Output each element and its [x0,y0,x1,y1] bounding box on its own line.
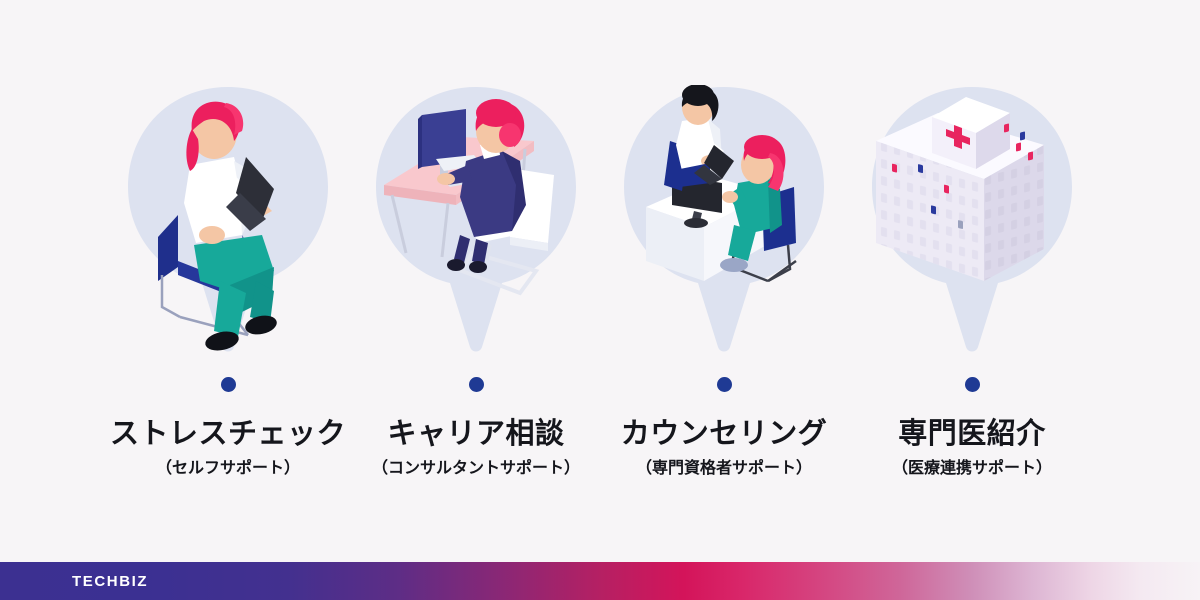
illustration-hospital-building [876,97,1044,281]
marker-dot-career-consultation [468,377,484,392]
footer-bar: TECHBIZ [0,562,1200,600]
card-subtitle-career-consultation: （コンサルタントサポート） [371,460,580,478]
card-subtitle-stress-check: （セルフサポート） [155,460,300,478]
card-title-stress-check: ストレスチェック [109,418,346,450]
balloon-career-consultation [370,85,582,355]
service-card-counseling[interactable]: カウンセリング （専門資格者サポート） [600,0,848,540]
service-card-career-consultation[interactable]: キャリア相談 （コンサルタントサポート） [352,0,600,540]
card-subtitle-specialist-referral: （医療連携サポート） [891,460,1052,478]
card-title-counseling: カウンセリング [620,418,828,450]
service-card-stress-check[interactable]: ストレスチェック （セルフサポート） [104,0,352,540]
balloon-stress-check [122,85,334,355]
marker-dot-stress-check [220,377,236,392]
illustration-person-at-desk [384,99,554,296]
card-subtitle-counseling: （専門資格者サポート） [635,460,812,478]
card-title-specialist-referral: 専門医紹介 [898,418,1046,450]
illustration-person-with-laptop [158,101,277,351]
marker-dot-specialist-referral [964,377,980,392]
balloon-counseling [618,85,830,355]
balloon-specialist-referral [866,85,1078,355]
service-card-specialist-referral[interactable]: 専門医紹介 （医療連携サポート） [848,0,1096,540]
brand-logo-techbiz[interactable]: TECHBIZ [72,572,149,590]
illustration-counseling-session [646,85,797,283]
marker-dot-counseling [716,377,732,392]
card-title-career-consultation: キャリア相談 [387,418,565,450]
service-cards-row: ストレスチェック （セルフサポート） [104,0,1096,540]
